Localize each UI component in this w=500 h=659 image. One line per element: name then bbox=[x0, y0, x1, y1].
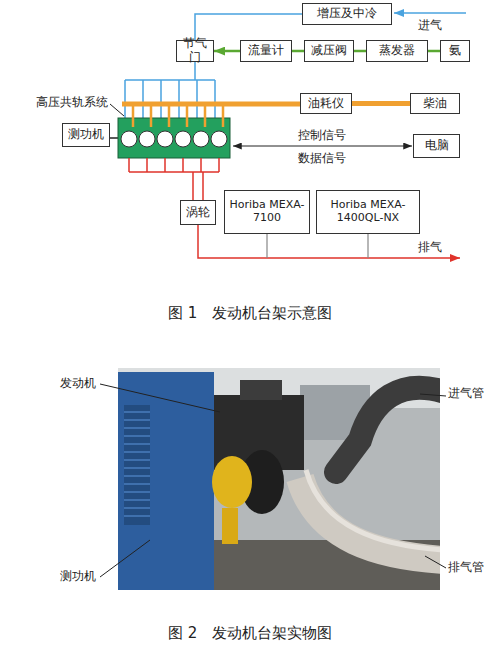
sampling-line bbox=[267, 234, 368, 258]
process-box: Horiba MEXA-7100 bbox=[224, 190, 310, 234]
exhaust-manifold bbox=[129, 158, 219, 200]
process-box: 氨 bbox=[440, 40, 470, 62]
cylinder-group bbox=[121, 131, 227, 147]
coupling bbox=[212, 456, 252, 508]
dynamometer bbox=[118, 372, 214, 590]
connector bbox=[352, 101, 410, 106]
process-box: 增压及中冷 bbox=[302, 3, 392, 25]
box-text: 流量计 bbox=[248, 44, 284, 58]
process-box: Horiba MEXA-1400QL-NX bbox=[316, 190, 420, 234]
signal-arrow bbox=[233, 146, 412, 147]
process-box: 流量计 bbox=[240, 40, 292, 62]
cylinder bbox=[175, 131, 191, 147]
text-label: 控制信号 bbox=[298, 128, 346, 142]
vent-slats bbox=[124, 412, 150, 516]
cylinder bbox=[157, 131, 173, 147]
box-text: 电脑 bbox=[425, 139, 449, 153]
box-text: 增压及中冷 bbox=[317, 7, 377, 21]
text-label: 图 1 bbox=[168, 304, 197, 322]
support-stand bbox=[222, 508, 238, 544]
text-label: 排气管 bbox=[448, 560, 484, 574]
text-label: 发动机台架示意图 bbox=[212, 304, 332, 322]
process-box: 节气门 bbox=[176, 40, 214, 62]
pipe-highlight bbox=[306, 470, 440, 550]
connector bbox=[428, 50, 440, 53]
connector bbox=[354, 50, 366, 53]
text-label: 排气 bbox=[418, 240, 442, 254]
cylinder bbox=[139, 131, 155, 147]
bench-photo bbox=[118, 368, 440, 590]
connector bbox=[195, 14, 302, 40]
common-rail bbox=[122, 102, 300, 107]
process-box: 涡轮 bbox=[180, 200, 216, 225]
process-box: 测功机 bbox=[62, 123, 110, 147]
box-text: 柴油 bbox=[423, 97, 447, 111]
text-label: 进气管 bbox=[448, 386, 484, 400]
box-text: 蒸发器 bbox=[379, 44, 415, 58]
engine-top bbox=[240, 380, 282, 400]
process-box: 电脑 bbox=[413, 134, 460, 158]
box-text: 油耗仪 bbox=[308, 97, 344, 111]
cylinder bbox=[211, 131, 227, 147]
text-label: 数据信号 bbox=[298, 151, 346, 165]
process-box: 油耗仪 bbox=[300, 93, 352, 114]
process-box: 减压阀 bbox=[304, 40, 354, 62]
injector-line bbox=[133, 104, 223, 127]
dyno-vent bbox=[124, 405, 150, 525]
text-label: 发动机台架实物图 bbox=[212, 624, 332, 642]
text-label: 测功机 bbox=[60, 569, 96, 583]
connector bbox=[214, 50, 240, 53]
box-text: 测功机 bbox=[68, 128, 104, 142]
text-label: 发动机 bbox=[60, 376, 96, 390]
engine-block bbox=[118, 118, 230, 158]
box-text: 涡轮 bbox=[186, 206, 210, 220]
text-label: 图 2 bbox=[168, 624, 197, 642]
leader-line bbox=[110, 104, 124, 116]
process-box: 蒸发器 bbox=[366, 40, 428, 62]
text-label: 进气 bbox=[418, 18, 442, 32]
box-text: Horiba MEXA-1400QL-NX bbox=[319, 199, 417, 224]
dyno-shaft bbox=[110, 137, 118, 139]
text-label: 高压共轨系统 bbox=[36, 95, 108, 109]
cylinder bbox=[121, 131, 137, 147]
leader-line bbox=[100, 384, 446, 577]
box-text: Horiba MEXA-7100 bbox=[227, 199, 307, 224]
cylinder bbox=[193, 131, 209, 147]
connector bbox=[292, 50, 304, 53]
intake-air-arrow bbox=[394, 12, 466, 14]
box-text: 减压阀 bbox=[311, 44, 347, 58]
process-box: 柴油 bbox=[410, 93, 460, 114]
box-text: 节气门 bbox=[179, 37, 211, 65]
intake-pipe bbox=[336, 388, 440, 472]
box-text: 氨 bbox=[449, 44, 461, 58]
